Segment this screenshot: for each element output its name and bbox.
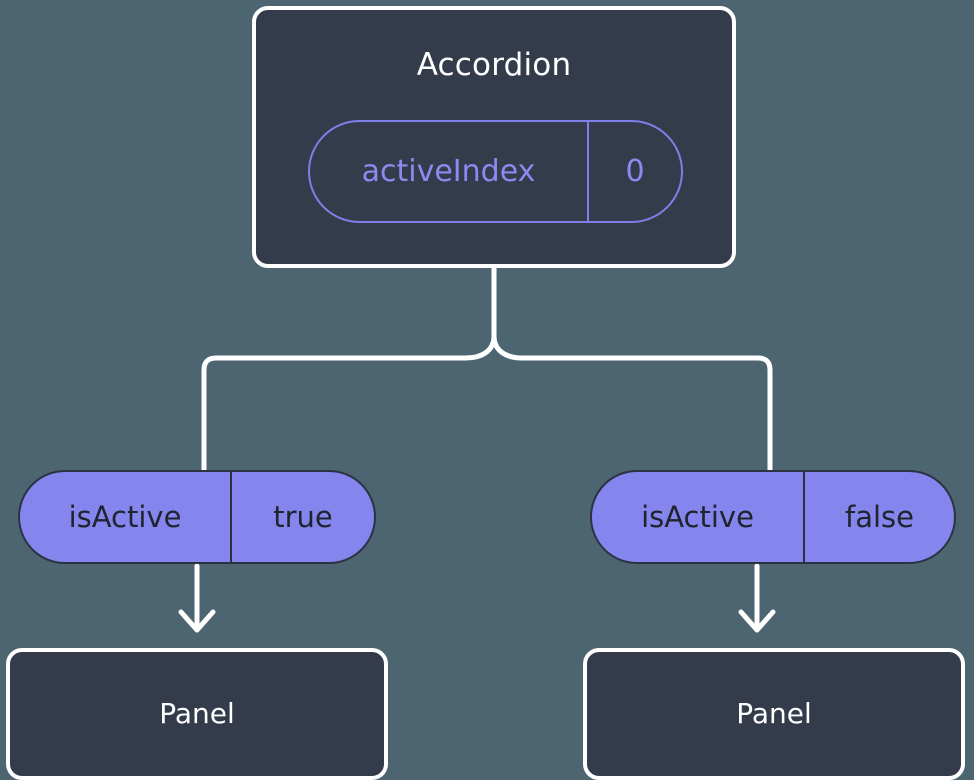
prop-pill-value: true: [273, 499, 333, 534]
component-title: Accordion: [416, 47, 572, 83]
state-pill-value: 0: [625, 153, 645, 189]
component-title: Panel: [736, 697, 812, 730]
prop-pill-isactive-false[interactable]: isActive false: [590, 470, 956, 564]
component-title: Panel: [159, 697, 235, 730]
prop-pill-key: isActive: [592, 472, 805, 562]
component-node-panel-right[interactable]: Panel: [583, 648, 965, 780]
connector-arrow-left-head: [178, 609, 216, 633]
prop-pill-value: false: [845, 499, 914, 534]
connector-arrow-right-head: [738, 609, 776, 633]
state-pill-key: activeIndex: [310, 122, 589, 221]
connector-fork-right: [491, 333, 773, 473]
connector-fork-left: [201, 333, 497, 473]
component-node-panel-left[interactable]: Panel: [6, 648, 388, 780]
prop-pill-isactive-true[interactable]: isActive true: [18, 470, 376, 564]
prop-pill-key: isActive: [20, 472, 232, 562]
state-pill-activeindex[interactable]: activeIndex 0: [308, 120, 683, 223]
